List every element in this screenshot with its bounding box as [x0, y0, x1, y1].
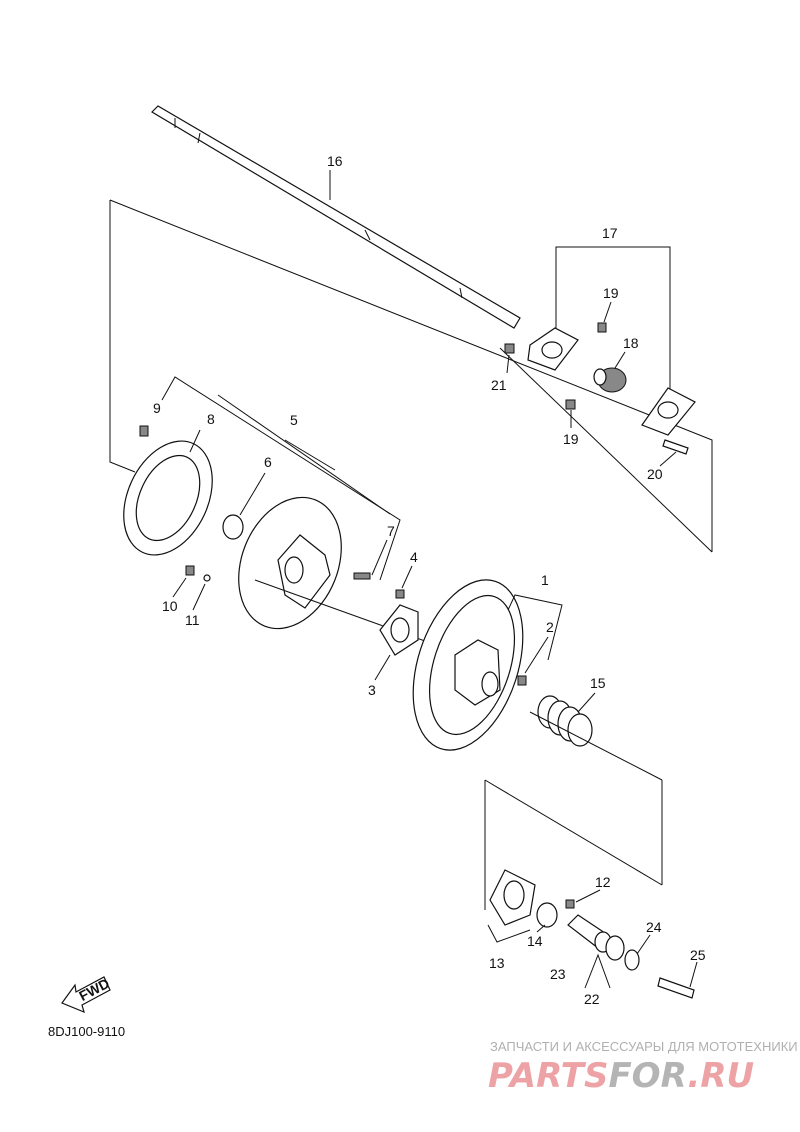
- callout-11: 11: [185, 612, 200, 628]
- callout-24: 24: [646, 919, 662, 935]
- diagram-code: 8DJ100-9110: [48, 1024, 125, 1039]
- watermark-brand-c: .RU: [687, 1056, 754, 1096]
- callout-8: 8: [207, 411, 215, 427]
- fwd-arrow-icon: FWD: [61, 975, 112, 1014]
- callout-17: 17: [602, 225, 618, 241]
- callout-22: 22: [584, 991, 600, 1007]
- spring-part-15: [537, 695, 593, 747]
- group-bracket-main: [109, 199, 713, 552]
- watermark-brand-a: PARTS: [488, 1056, 608, 1096]
- watermark-logo: ЗАПЧАСТИ И АКСЕССУАРЫ ДЛЯ МОТОТЕХНИКИ PA…: [488, 1039, 798, 1096]
- fwd-label: FWD: [76, 975, 112, 1004]
- callout-20: 20: [647, 466, 663, 482]
- callout-2: 2: [546, 619, 554, 635]
- callout-19b: 19: [563, 431, 579, 447]
- callout-3: 3: [368, 682, 376, 698]
- watermark-brand: PARTSFOR.RU: [488, 1056, 754, 1096]
- sheave-part-5: [238, 496, 371, 630]
- disc-part-8: [123, 440, 213, 556]
- callout-14: 14: [527, 933, 543, 949]
- callout-10: 10: [162, 598, 178, 614]
- callout-1: 1: [541, 572, 549, 588]
- callout-6: 6: [264, 454, 272, 470]
- washer-24: [624, 949, 640, 971]
- callout-15: 15: [590, 675, 606, 691]
- callout-5: 5: [290, 412, 298, 428]
- watermark-brand-b: FOR: [608, 1056, 687, 1096]
- group-bracket-left: [109, 200, 136, 473]
- callout-9: 9: [153, 400, 161, 416]
- callout-16: 16: [327, 153, 343, 169]
- collar-14: [536, 902, 558, 928]
- bolt-25: [657, 977, 695, 999]
- sheave-part-1: [412, 579, 524, 751]
- callout-25: 25: [690, 947, 706, 963]
- callout-23: 23: [550, 966, 566, 982]
- callout-21: 21: [491, 377, 507, 393]
- callout-7: 7: [387, 523, 395, 539]
- watermark-tagline: ЗАПЧАСТИ И АКСЕССУАРЫ ДЛЯ МОТОТЕХНИКИ: [490, 1039, 798, 1054]
- callout-4: 4: [410, 549, 418, 565]
- collar-6: [222, 514, 244, 540]
- callout-19: 19: [603, 285, 619, 301]
- shaft-part-16: [151, 105, 521, 329]
- callout-13: 13: [489, 955, 505, 971]
- callout-18: 18: [623, 335, 639, 351]
- callout-12: 12: [595, 874, 611, 890]
